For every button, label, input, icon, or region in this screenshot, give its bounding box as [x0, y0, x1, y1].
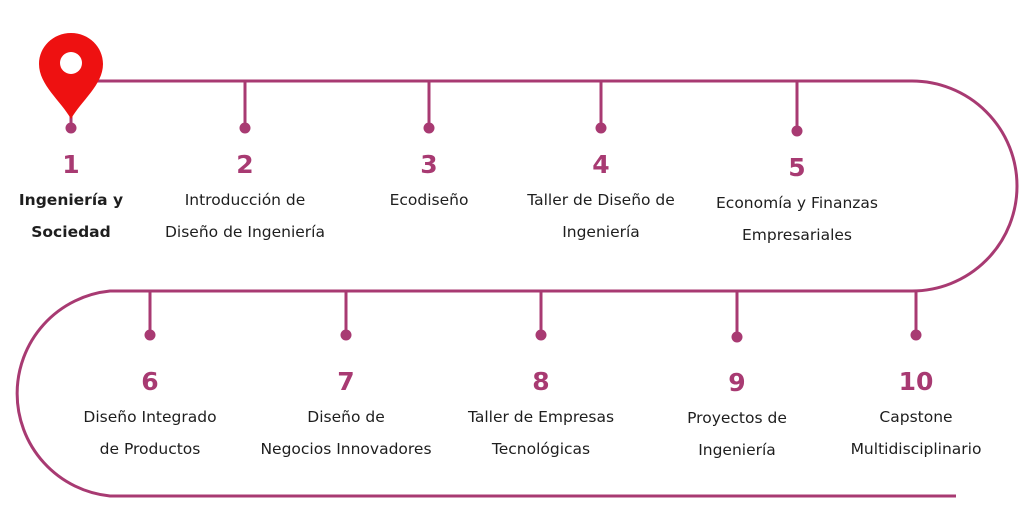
- connector-4: [595, 81, 607, 134]
- connector-3: [423, 81, 435, 134]
- step-number: 1: [62, 150, 80, 179]
- connector-2: [239, 81, 251, 134]
- step-number: 4: [592, 150, 610, 179]
- connector-10: [910, 291, 922, 341]
- connector-6: [144, 291, 156, 341]
- step-number: 3: [420, 150, 438, 179]
- step-number: 5: [788, 153, 806, 182]
- location-pin-icon: [39, 33, 103, 119]
- step-label: Ecodiseño: [389, 191, 469, 209]
- step-number: 7: [337, 367, 355, 396]
- connector-7: [340, 291, 352, 341]
- connector-5: [791, 81, 803, 137]
- step-number: 10: [898, 367, 934, 396]
- connector-9: [731, 291, 743, 343]
- step-number: 2: [236, 150, 254, 179]
- step-number: 9: [728, 368, 746, 397]
- track-line: [15, 79, 1019, 498]
- connector-8: [535, 291, 547, 341]
- step-number: 8: [532, 367, 550, 396]
- step-3: 3 Ecodiseño: [334, 150, 524, 216]
- step-number: 6: [141, 367, 159, 396]
